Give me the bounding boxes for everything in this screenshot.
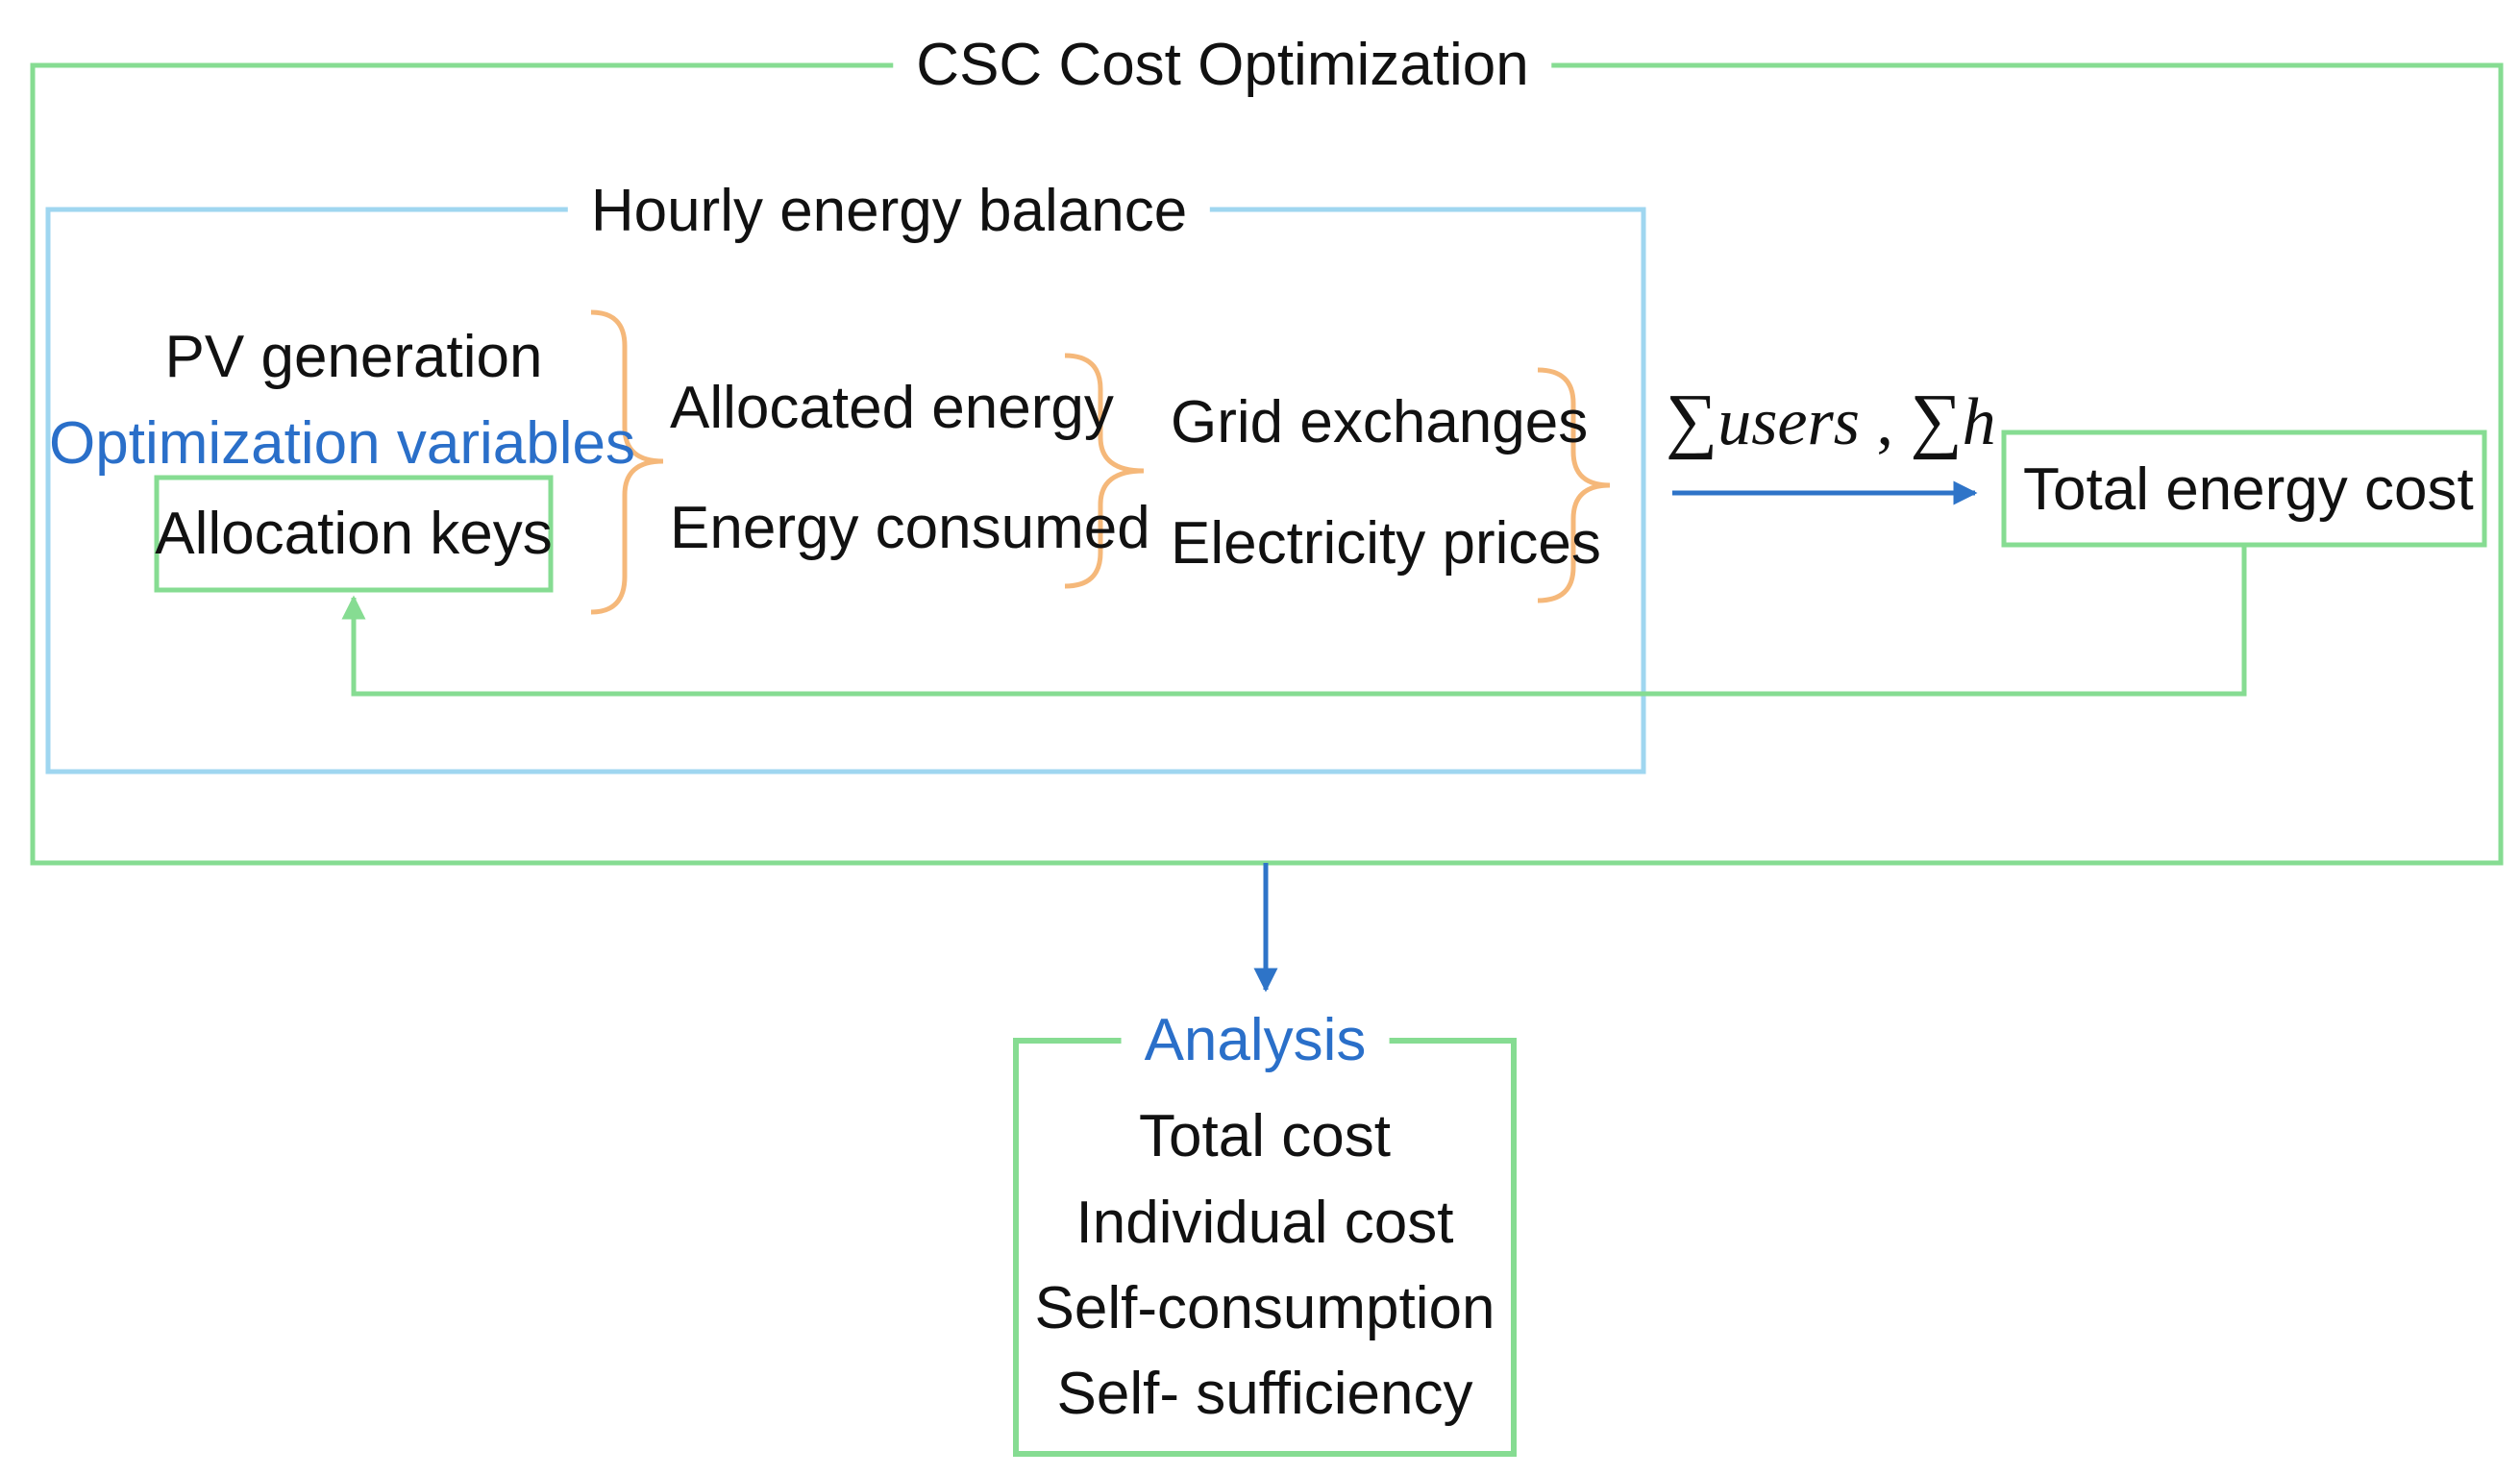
analysis-item-self-consumption: Self-consumption	[1034, 1275, 1495, 1341]
summation-separator: ,	[1859, 385, 1911, 459]
analysis-item-self-sufficiency: Self- sufficiency	[1056, 1361, 1473, 1427]
total-energy-cost-label: Total energy cost	[2023, 456, 2474, 523]
brace-grid	[1537, 367, 1611, 603]
outer-frame-title: CSC Cost Optimization	[893, 36, 1552, 95]
sigma-users: ∑	[1666, 380, 1718, 460]
allocated-energy-label: Allocated energy	[670, 375, 1114, 441]
summation-expression: ∑users , ∑h	[1666, 383, 1996, 456]
grid-exchanges-label: Grid exchanges	[1171, 389, 1589, 455]
summation-term-hours: h	[1962, 385, 1996, 459]
electricity-prices-label: Electricity prices	[1171, 510, 1601, 577]
optimization-variables-label: Optimization variables	[49, 410, 635, 477]
allocation-keys-label: Allocation keys	[155, 501, 553, 567]
brace-energy	[1064, 353, 1145, 589]
sigma-hours: ∑	[1910, 380, 1963, 460]
allocation-keys-box	[154, 475, 554, 593]
brace-inputs	[590, 309, 664, 615]
pv-generation-label: PV generation	[164, 324, 543, 390]
analysis-item-total-cost: Total cost	[1139, 1103, 1391, 1169]
analysis-title: Analysis	[1121, 1011, 1390, 1070]
analysis-item-individual-cost: Individual cost	[1075, 1190, 1454, 1256]
balance-frame-title: Hourly energy balance	[567, 182, 1211, 241]
energy-consumed-label: Energy consumed	[670, 495, 1150, 561]
feedback-loop-arrow	[341, 545, 2247, 697]
summation-term-users: users	[1717, 385, 1860, 459]
